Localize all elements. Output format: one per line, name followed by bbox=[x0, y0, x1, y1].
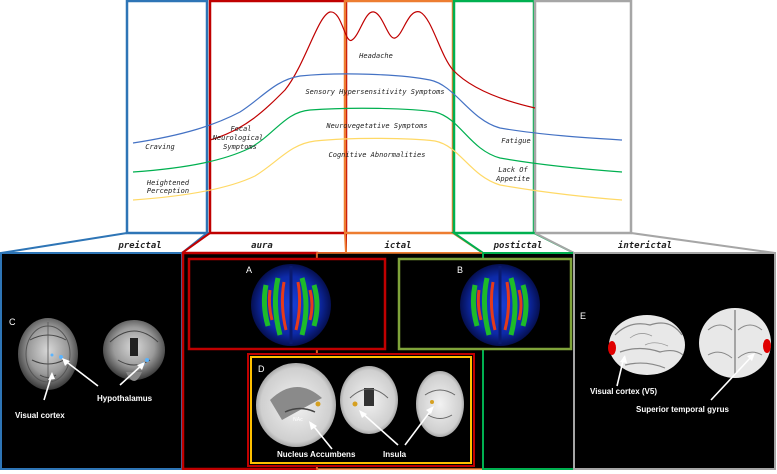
nucleus-accumbens-label: Nucleus Accumbens bbox=[277, 450, 356, 459]
focal-label-line2: Neurological bbox=[212, 134, 264, 142]
heightened-label-line1: Heightened bbox=[146, 179, 190, 187]
insula-arrow-axial bbox=[404, 408, 433, 446]
panel-a-letter: A bbox=[246, 265, 252, 275]
coronal-mri-image-d bbox=[340, 366, 398, 434]
phase-label-ictal: ictal bbox=[384, 240, 411, 251]
nac-small-label: NAc bbox=[293, 417, 303, 423]
posterior-brain-render bbox=[699, 308, 771, 378]
phase-label-interictal: interictal bbox=[618, 240, 672, 251]
hypothalamus-label: Hypothalamus bbox=[97, 394, 153, 403]
headache-label: Headache bbox=[358, 52, 393, 60]
headache-curve bbox=[209, 11, 536, 141]
sensory-curve bbox=[132, 73, 623, 144]
hypothalamus-arrow-coronal bbox=[119, 363, 144, 386]
focal-label-line1: Focal bbox=[230, 125, 251, 133]
interictal-imaging-panel: E Visual cortex (V5) Superior temporal g… bbox=[573, 252, 776, 470]
ictal-column bbox=[343, 0, 455, 235]
panel-e-letter: E bbox=[580, 311, 586, 321]
preictal-imaging-panel: C Visual cortex Hypothalamus bbox=[0, 252, 183, 470]
lateral-brain-render bbox=[608, 315, 685, 375]
axial-mri-image-d bbox=[416, 371, 464, 437]
heightened-label-line2: Perception bbox=[147, 187, 189, 195]
neurovegetative-curve bbox=[132, 107, 623, 173]
craving-label: Craving bbox=[145, 143, 175, 151]
cognitive-curve bbox=[132, 137, 623, 201]
superior-temporal-gyrus-label: Superior temporal gyrus bbox=[636, 405, 729, 414]
lack-appetite-line1: Lack Of bbox=[498, 166, 528, 174]
fatigue-label: Fatigue bbox=[501, 137, 531, 145]
insula-label: Insula bbox=[383, 450, 407, 459]
visual-cortex-label: Visual cortex bbox=[15, 411, 65, 420]
visual-cortex-v5-label: Visual cortex (V5) bbox=[590, 387, 657, 396]
neurovegetative-label: Neurovegetative Symptoms bbox=[325, 122, 427, 130]
sensory-label: Sensory Hypersensitivity Symptoms bbox=[305, 88, 444, 96]
fmri-panel-b: B bbox=[397, 257, 573, 351]
focal-label-line3: Symptoms bbox=[223, 143, 257, 151]
superior-temporal-gyrus-arrow bbox=[710, 354, 754, 401]
preictal-column bbox=[125, 0, 209, 235]
phase-label-postictal: postictal bbox=[493, 240, 543, 251]
phase-label-preictal: preictal bbox=[117, 240, 161, 251]
cognitive-label: Cognitive Abnormalities bbox=[329, 151, 426, 159]
hypothalamus-arrow-axial bbox=[63, 359, 99, 387]
coronal-mri-image bbox=[103, 320, 165, 381]
panel-d-letter: D bbox=[258, 364, 265, 374]
interictal-column bbox=[533, 0, 633, 235]
postictal-column bbox=[452, 0, 536, 235]
fmri-panel-a: A bbox=[187, 257, 387, 351]
panel-c-letter: C bbox=[9, 317, 16, 327]
panel-b-letter: B bbox=[457, 265, 463, 275]
lack-appetite-line2: Appetite bbox=[495, 175, 530, 183]
insula-arrow-coronal bbox=[360, 411, 399, 446]
timeline-section: Headache Sensory Hypersensitivity Sympto… bbox=[125, 0, 633, 235]
phase-label-aura: aura bbox=[251, 241, 273, 251]
mri-panel-d: D NAc Nucleus Accumbens Insula bbox=[247, 353, 475, 467]
axial-mri-image bbox=[18, 318, 78, 390]
sagittal-mri-image bbox=[256, 363, 336, 447]
